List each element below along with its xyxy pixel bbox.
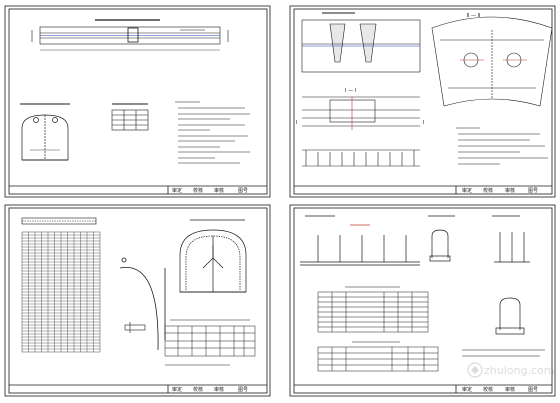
tl-tb-2: 审核 bbox=[214, 187, 224, 194]
br-material-table-2 bbox=[317, 341, 439, 372]
bl-small-detail bbox=[124, 322, 146, 333]
tr-tb-3: 图号 bbox=[528, 188, 538, 194]
tl-tb-3: 图号 bbox=[238, 188, 248, 194]
bl-tb-2: 审核 bbox=[214, 386, 224, 393]
tr-marker-right: Ⅰ bbox=[423, 120, 424, 126]
tr-marker-left: Ⅰ bbox=[296, 120, 297, 126]
bl-top-strip bbox=[21, 217, 97, 225]
br-tb-1: 校核 bbox=[483, 386, 493, 393]
tr-section-1-label: Ⅰ — Ⅰ bbox=[345, 88, 356, 94]
tr-tb-1: 校核 bbox=[483, 187, 493, 194]
watermark-logo: zhulong.com bbox=[467, 362, 554, 378]
br-material-table-1 bbox=[317, 286, 429, 333]
bl-parameter-table bbox=[164, 319, 256, 366]
tr-section-1: Ⅰ — Ⅰ Ⅰ Ⅰ bbox=[296, 88, 424, 167]
sheet-bottom-left bbox=[4, 204, 271, 397]
bl-arc-curve bbox=[119, 257, 166, 351]
sheet-top-left bbox=[4, 5, 271, 198]
tl-longitudinal-plan bbox=[31, 19, 229, 51]
tr-section-2-label: Ⅱ — Ⅱ bbox=[467, 13, 480, 19]
br-tb-3: 图号 bbox=[528, 387, 538, 393]
tl-tb-1: 校核 bbox=[193, 187, 203, 194]
br-tb-2: 审核 bbox=[505, 386, 515, 393]
br-tb-0: 审定 bbox=[462, 386, 472, 393]
bl-tb-0: 审定 bbox=[172, 386, 182, 393]
tl-detail-box bbox=[111, 103, 149, 131]
tr-section-2: Ⅱ — Ⅱ bbox=[431, 13, 553, 107]
sheet-bottom-right bbox=[289, 204, 556, 397]
br-bracket-detail bbox=[462, 297, 545, 357]
br-rebar-elevation bbox=[300, 215, 420, 266]
tr-tb-0: 审定 bbox=[462, 187, 472, 194]
bl-tb-1: 校核 bbox=[193, 386, 203, 393]
br-clamp-detail bbox=[428, 215, 530, 263]
tl-tb-0: 审定 bbox=[172, 187, 182, 194]
tl-notes bbox=[175, 101, 250, 164]
tr-tb-2: 审核 bbox=[505, 187, 515, 194]
tr-notes bbox=[456, 127, 548, 165]
bl-tb-3: 图号 bbox=[238, 387, 248, 393]
sheet-top-right bbox=[289, 5, 556, 198]
bl-tunnel-section bbox=[179, 219, 247, 293]
tr-plan-view bbox=[301, 12, 421, 73]
tl-cross-section bbox=[20, 103, 70, 161]
svg-text:zhulong.com: zhulong.com bbox=[484, 364, 554, 377]
